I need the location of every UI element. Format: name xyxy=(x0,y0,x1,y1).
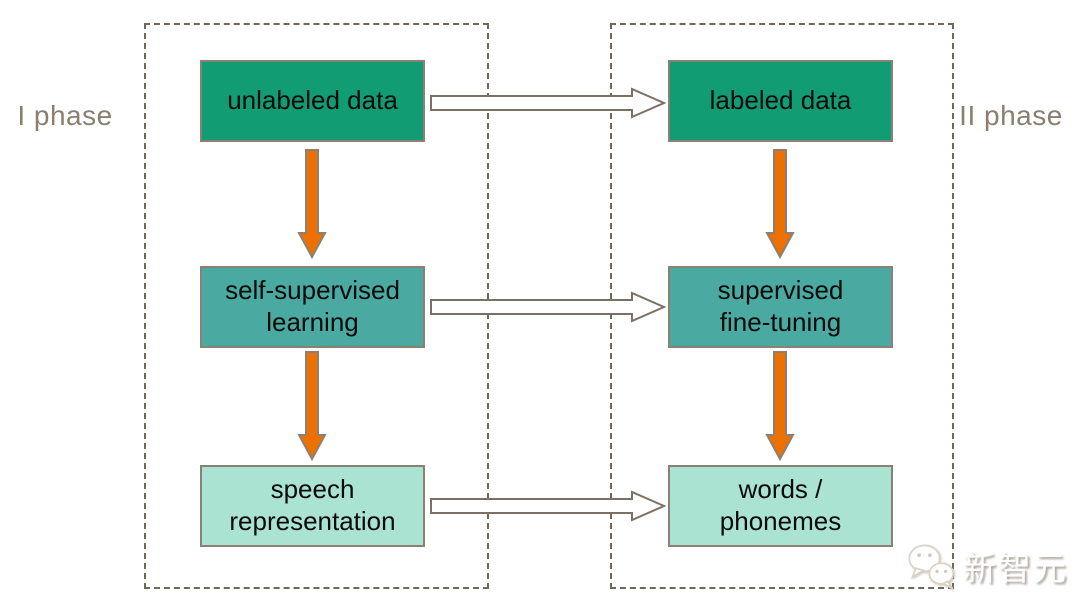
node-words-phonemes: words / phonemes xyxy=(668,465,893,547)
watermark: 新智元 xyxy=(905,540,1068,592)
wechat-chat-bubbles-icon xyxy=(908,544,955,590)
down-arrow-orange-right-1 xyxy=(765,149,795,260)
right-arrow-hollow-row2 xyxy=(430,291,667,323)
down-arrow-orange-left-2 xyxy=(297,351,327,462)
watermark-text: 新智元 xyxy=(963,550,1068,587)
right-arrow-hollow-row1 xyxy=(430,87,667,119)
right-arrow-hollow-row3 xyxy=(430,490,667,522)
phase-2-label: II phase xyxy=(959,100,1063,131)
node-labeled-data: labeled data xyxy=(668,60,893,142)
node-unlabeled-data: unlabeled data xyxy=(200,60,425,142)
node-speech-representation: speech representation xyxy=(200,465,425,547)
node-self-supervised-learning: self-supervised learning xyxy=(200,266,425,348)
node-supervised-fine-tuning: supervised fine-tuning xyxy=(668,266,893,348)
down-arrow-orange-right-2 xyxy=(765,351,795,462)
down-arrow-orange-left-1 xyxy=(297,149,327,260)
phase-1-label: I phase xyxy=(17,100,113,131)
